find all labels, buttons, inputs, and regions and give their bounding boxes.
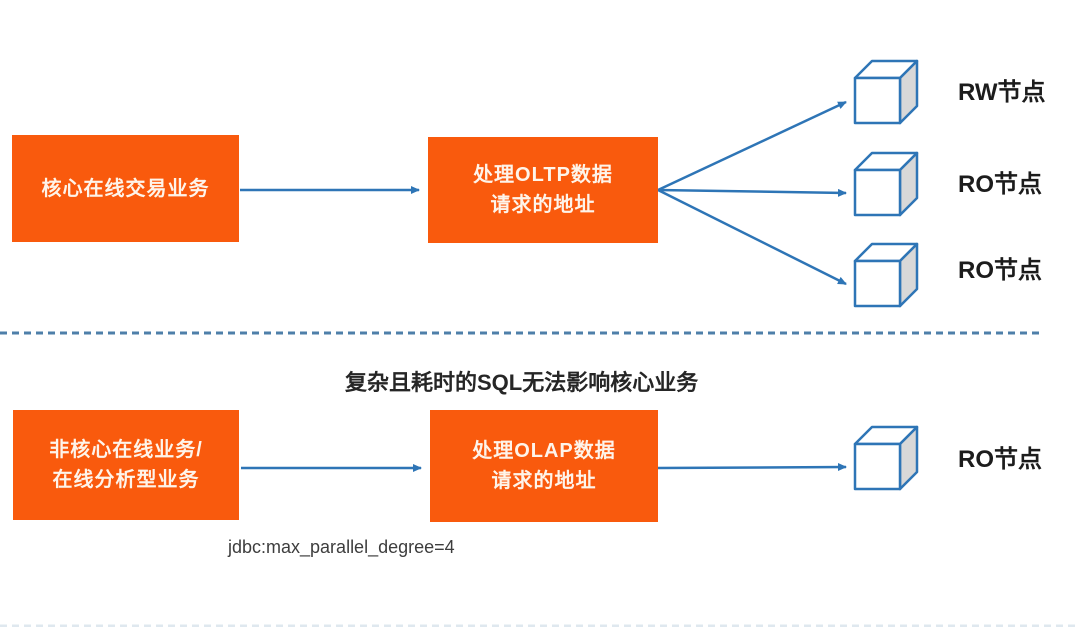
- node-label-ro-1: RO节点: [958, 171, 1042, 198]
- node-label-ro-bottom: RO节点: [958, 446, 1042, 473]
- jdbc-parameter-note: jdbc:max_parallel_degree=4: [228, 537, 455, 557]
- db-node-cube-icon: [853, 242, 919, 308]
- sql-isolation-note: 复杂且耗时的SQL无法影响核心业务: [345, 370, 699, 395]
- node-label-rw: RW节点: [958, 79, 1046, 106]
- noncore-online-business-box: 非核心在线业务/ 在线分析型业务: [13, 410, 239, 520]
- core-online-transaction-box: 核心在线交易业务: [12, 135, 239, 242]
- box-label-line2: 请求的地址: [491, 470, 597, 492]
- box-label-line1: 处理OLAP数据: [472, 440, 616, 462]
- box-label: 核心在线交易业务: [41, 177, 210, 200]
- olap-handler-address-box: 处理OLAP数据 请求的地址: [430, 410, 658, 522]
- db-node-cube-icon: [853, 425, 919, 491]
- arrow-oltp-to-ro-node-2: [657, 188, 847, 286]
- box-label-line2: 在线分析型业务: [52, 469, 200, 491]
- arrow-olap-to-ro-node: [657, 463, 847, 472]
- box-label-line2: 请求的地址: [490, 194, 596, 216]
- arrow-oltp-to-ro-node-1: [657, 188, 847, 197]
- db-node-cube-icon: [853, 59, 919, 125]
- box-label-line1: 处理OLTP数据: [473, 164, 613, 186]
- node-label-ro-2: RO节点: [958, 257, 1042, 284]
- oltp-handler-address-box: 处理OLTP数据 请求的地址: [428, 137, 658, 243]
- box-label-line1: 非核心在线业务/: [49, 439, 203, 461]
- db-node-cube-icon: [853, 151, 919, 217]
- arrow-oltp-to-rw-node: [657, 100, 847, 192]
